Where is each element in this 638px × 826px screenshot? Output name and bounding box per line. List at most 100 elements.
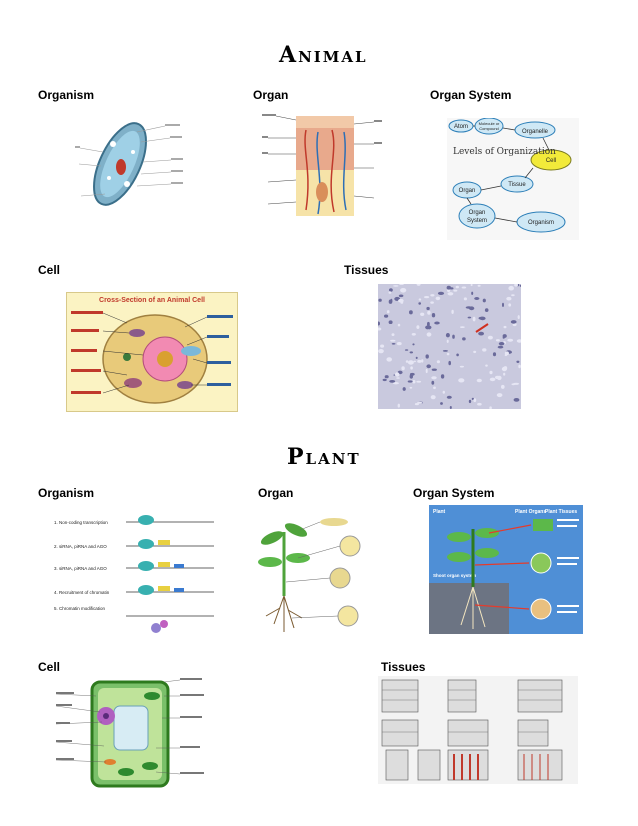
tissue-nucleus: [384, 375, 389, 379]
tissue-nucleus: [446, 285, 451, 290]
tissue-nucleus: [434, 321, 440, 325]
atom-node-label: Atom: [454, 124, 468, 130]
tissue-nucleus: [446, 339, 449, 343]
tissue-nucleus: [410, 366, 413, 370]
tissue-nucleus: [414, 403, 419, 406]
svg-text:Molecule or: Molecule or: [479, 121, 500, 126]
tissue-nucleus: [436, 360, 440, 364]
tissue-nucleus: [425, 368, 428, 374]
tissue-nucleus: [409, 310, 413, 315]
tissue-nucleus: [389, 380, 396, 383]
tissue-nucleus: [495, 339, 500, 342]
levels-title: Levels of Organization: [453, 147, 556, 157]
tissue-nucleus: [496, 393, 503, 398]
tissue-nucleus: [458, 378, 465, 383]
animal-cell-title: Cross-Section of an Animal Cell: [99, 297, 205, 304]
tissue-nucleus: [407, 380, 413, 383]
tissue-nucleus: [416, 380, 422, 383]
animal-cell-diagram: Cross-Section of an Animal Cell: [66, 292, 238, 412]
tissue-nucleus: [503, 372, 506, 376]
tissue-nucleus: [512, 323, 517, 327]
tissue-nucleus: [391, 343, 396, 345]
tissue-nucleus: [504, 351, 509, 356]
organ-node-label: Organ: [459, 188, 476, 194]
tissue-nucleus: [446, 352, 450, 356]
tissue-nucleus: [413, 360, 416, 363]
animal-tissues-label: Tissues: [344, 263, 389, 277]
plant-title: Plant: [433, 509, 446, 515]
tissue-nucleus: [463, 297, 467, 301]
tissue-nucleus: [506, 296, 512, 301]
rna-item-2: 2. siRNA, piRNA and AGO: [54, 544, 107, 549]
organelle-node-label: Organelle: [522, 129, 549, 135]
tissue-nucleus: [401, 366, 405, 371]
tissue-nucleus: [397, 323, 401, 327]
shoot-system-label: Shoot organ system: [433, 573, 476, 578]
tissue-nucleus: [431, 380, 435, 385]
tissue-nucleus: [424, 296, 430, 299]
tissue-nucleus: [508, 303, 512, 307]
tissue-nucleus: [452, 334, 455, 339]
tissue-nucleus: [418, 302, 421, 305]
tissue-nucleus: [392, 382, 399, 385]
tissue-nucleus: [416, 325, 420, 329]
tissue-nucleus: [470, 284, 473, 287]
tissue-nucleus: [409, 372, 415, 376]
plant-cell-label: Cell: [38, 660, 61, 674]
tissue-nucleus: [476, 378, 482, 383]
tissue-nucleus: [430, 395, 436, 400]
tissue-nucleus: [516, 339, 521, 343]
tissue-nucleus: [416, 284, 421, 286]
tissue-nucleus: [449, 406, 452, 409]
tissue-nucleus: [409, 386, 413, 389]
plant-organ-figure: [256, 512, 380, 636]
tissue-nucleus: [440, 374, 445, 379]
tissue-nucleus: [516, 360, 520, 363]
tissue-nucleus: [478, 331, 484, 336]
tissue-nucleus: [447, 289, 451, 292]
tissue-nucleus: [503, 325, 507, 329]
rna-item-3: 3. siRNA, piRNA and AGO: [54, 566, 107, 571]
tissue-nucleus: [421, 359, 424, 363]
tissue-nucleus: [489, 406, 492, 409]
rna-item-1: 1. Non-coding transcription: [54, 520, 108, 525]
rna-item-5: 5. Chromatin modification: [54, 606, 106, 611]
tissue-nucleus: [461, 286, 467, 289]
tissue-nucleus: [393, 285, 399, 287]
tissue-nucleus: [417, 401, 423, 404]
plant-tissues-figure: [378, 676, 578, 784]
tissue-nucleus: [455, 285, 459, 289]
svg-text:Organ: Organ: [469, 210, 486, 216]
tissue-nucleus: [497, 345, 504, 349]
tissue-nucleus: [468, 399, 472, 404]
tissue-nucleus: [426, 364, 431, 369]
tissue-nucleus: [405, 360, 409, 363]
tissue-nucleus: [487, 335, 493, 340]
tissue-nucleus: [396, 342, 402, 346]
tissue-nucleus: [378, 321, 380, 326]
tissue-nucleus: [473, 398, 477, 403]
tissue-nucleus: [446, 395, 452, 399]
tissue-nucleus: [471, 397, 475, 400]
tissue-nucleus: [451, 309, 454, 314]
tissue-nucleus: [426, 306, 430, 311]
tissue-nucleus: [398, 298, 404, 303]
tissue-nucleus: [382, 378, 387, 382]
tissue-nucleus: [430, 301, 434, 304]
animal-organism-figure: [75, 112, 185, 212]
tissue-nucleus: [459, 365, 464, 368]
animal-organ-system-label: Organ System: [430, 88, 512, 102]
tissue-nucleus: [442, 390, 445, 394]
tissue-nucleus: [409, 351, 413, 354]
tissue-nucleus: [477, 402, 482, 406]
tissue-nucleus: [390, 339, 396, 342]
tissue-nucleus: [460, 326, 465, 328]
tissue-nucleus: [425, 354, 429, 359]
tissue-nucleus: [388, 320, 393, 324]
animal-cell-label: Cell: [38, 263, 61, 277]
tissue-nucleus: [417, 359, 422, 363]
tissue-nucleus: [456, 353, 459, 357]
tissue-nucleus: [494, 375, 500, 380]
tissue-nucleus: [484, 308, 489, 312]
